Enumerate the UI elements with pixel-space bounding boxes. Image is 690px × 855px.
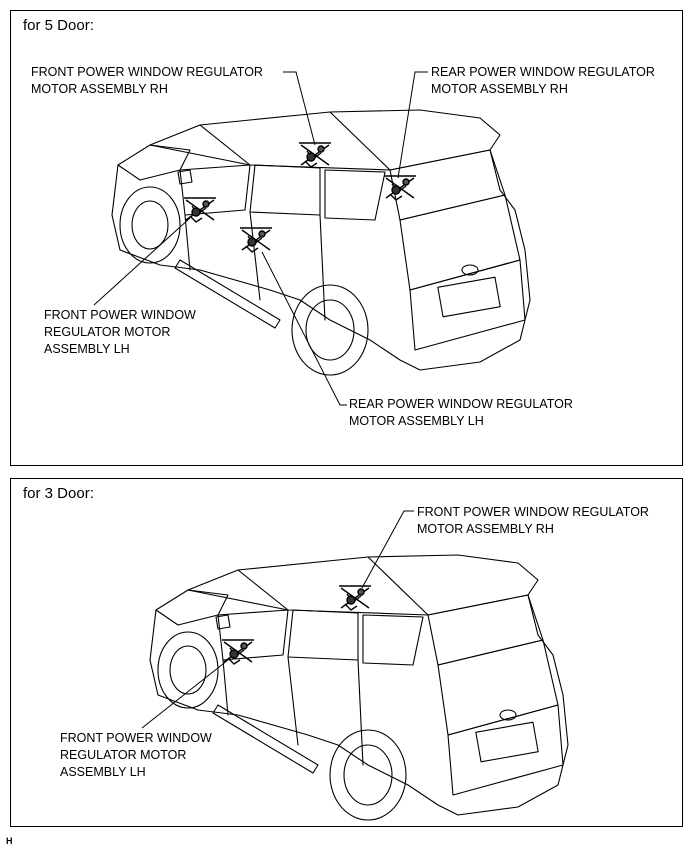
label-5d-rear-lh: REAR POWER WINDOW REGULATOR MOTOR ASSEMB… [349, 397, 573, 428]
label-5d-front-rh: FRONT POWER WINDOW REGULATOR MOTOR ASSEM… [31, 65, 263, 96]
three-door-title: for 3 Door: [23, 485, 94, 502]
five-door-regulator-rear-rh [383, 175, 417, 201]
three-door-leader-lines [141, 510, 414, 729]
label-5d-rear-rh: REAR POWER WINDOW REGULATOR MOTOR ASSEMB… [431, 65, 655, 96]
footer-code: H [6, 836, 13, 846]
three-door-regulator-front-rh [338, 585, 372, 611]
label-3d-front-lh: FRONT POWER WINDOW REGULATOR MOTOR ASSEM… [60, 731, 212, 779]
five-door-leader-lines [93, 71, 428, 406]
five-door-regulator-rear-lh [239, 227, 273, 253]
five-door-regulator-front-rh [298, 142, 332, 168]
five-door-title: for 5 Door: [23, 17, 94, 34]
label-5d-front-lh: FRONT POWER WINDOW REGULATOR MOTOR ASSEM… [44, 308, 196, 356]
five-door-panel: for 5 Door: [10, 10, 683, 466]
five-door-regulator-front-lh [183, 197, 217, 223]
three-door-panel: for 3 Door: [10, 478, 683, 827]
label-3d-front-rh: FRONT POWER WINDOW REGULATOR MOTOR ASSEM… [417, 505, 649, 536]
